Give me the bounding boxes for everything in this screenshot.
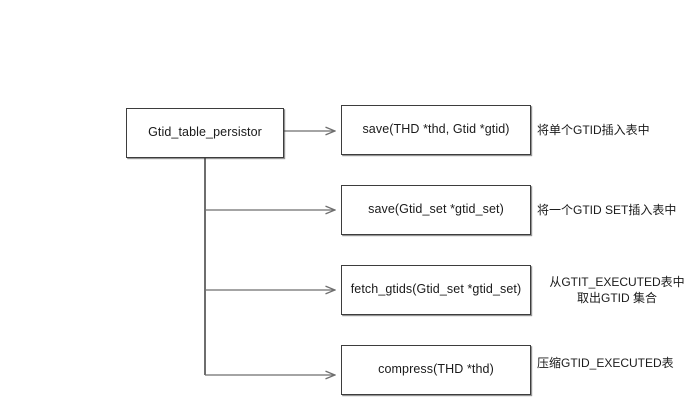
annotation-save-gtid-set: 将一个GTID SET插入表中: [537, 203, 677, 217]
method-node-save-gtid-set[interactable]: save(Gtid_set *gtid_set): [341, 185, 531, 235]
annotation-fetch-gtids: 从GTIT_EXECUTED表中 取出GTID 集合: [549, 275, 685, 305]
method-node-label: fetch_gtids(Gtid_set *gtid_set): [350, 282, 522, 297]
method-node-fetch-gtids[interactable]: fetch_gtids(Gtid_set *gtid_set): [341, 265, 531, 315]
method-node-label: save(Gtid_set *gtid_set): [368, 202, 504, 217]
method-node-label: save(THD *thd, Gtid *gtid): [362, 122, 510, 137]
annotation-compress: 压缩GTID_EXECUTED表: [537, 356, 674, 370]
method-node-compress[interactable]: compress(THD *thd): [341, 345, 531, 395]
method-node-save-gtid[interactable]: save(THD *thd, Gtid *gtid): [341, 105, 531, 155]
class-node-gtid-table-persistor[interactable]: Gtid_table_persistor: [126, 108, 284, 158]
method-node-label: compress(THD *thd): [378, 362, 494, 377]
class-node-label: Gtid_table_persistor: [148, 125, 262, 140]
annotation-save-gtid: 将单个GTID插入表中: [537, 123, 650, 137]
